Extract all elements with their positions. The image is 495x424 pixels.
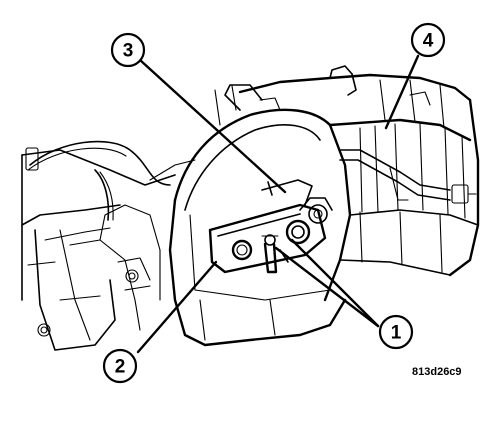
leader-line-1a: [274, 246, 380, 328]
callout-4-label: 4: [423, 31, 434, 52]
callout-4: 4: [410, 22, 446, 58]
callout-2: 2: [102, 348, 138, 384]
leader-line-2: [136, 260, 218, 354]
leader-line-1b: [290, 238, 380, 328]
callout-3-label: 3: [123, 41, 134, 62]
figure-id: 813d26c9: [412, 366, 462, 378]
evaporator-case: [238, 65, 480, 277]
callout-2-label: 2: [115, 357, 126, 378]
leader-line-3: [138, 58, 287, 194]
leader-lines: [136, 54, 420, 354]
callout-1: 1: [378, 314, 414, 350]
left-duct-housing: [21, 149, 176, 351]
leader-line-4: [384, 54, 420, 130]
callout-1-label: 1: [391, 323, 402, 344]
wiring-harness: [25, 140, 196, 221]
expansion-valve-assembly: [208, 179, 333, 274]
callout-3: 3: [110, 32, 146, 68]
